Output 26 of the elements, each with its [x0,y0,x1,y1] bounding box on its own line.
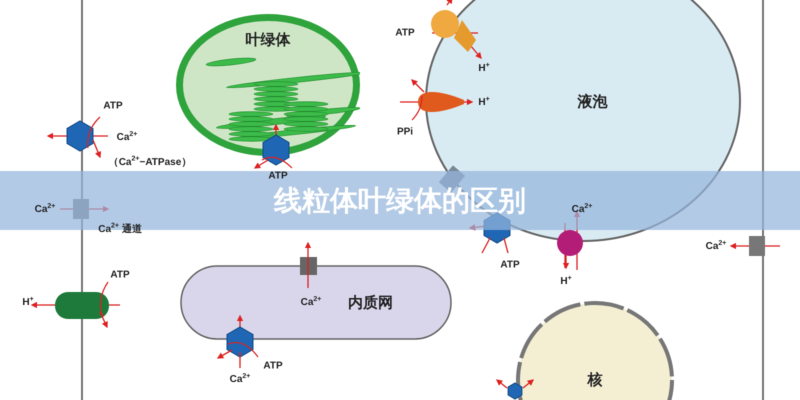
ion-label: （Ca$^{2+}$−ATPase） [108,155,192,169]
ion-label: Ca$^{2+}$ [300,296,322,308]
ion-label: Ca$^{2+}$ [116,130,138,144]
ion-label: ATP [395,28,415,38]
title: 线粒体叶绿体的区别 [274,183,526,219]
organelle-label: 叶绿体 [246,30,290,50]
ion-label: H$^{+}$ [560,274,572,288]
ion-label: ATP [500,260,520,270]
nucleus-organelle [515,300,675,400]
ion-label: PPi [396,126,414,138]
ion-label: Ca$^{2+}$ [34,202,56,216]
ion-label: Ca$^{2+}$ [706,240,726,252]
ion-label: Ca$^{2+}$ 通道 [98,222,142,236]
ion-label: ATP [268,170,288,182]
ion-label: ATP [263,360,283,372]
ion-label: ATP [103,100,123,112]
organelle-label: 液泡 [577,92,608,112]
chloroplast-organelle [176,14,360,156]
ion-label: H$^{+}$ [478,96,490,108]
ion-label: ATP [110,270,130,280]
ion-label: Ca$^{2+}$ [572,202,592,216]
organelle-label: 内质网 [348,293,393,312]
ion-label: Ca$^{2+}$ [230,372,250,386]
ion-label: H$^{+}$ [22,296,34,308]
ion-label: H$^{+}$ [478,62,490,74]
organelle-label: 核 [588,370,602,390]
